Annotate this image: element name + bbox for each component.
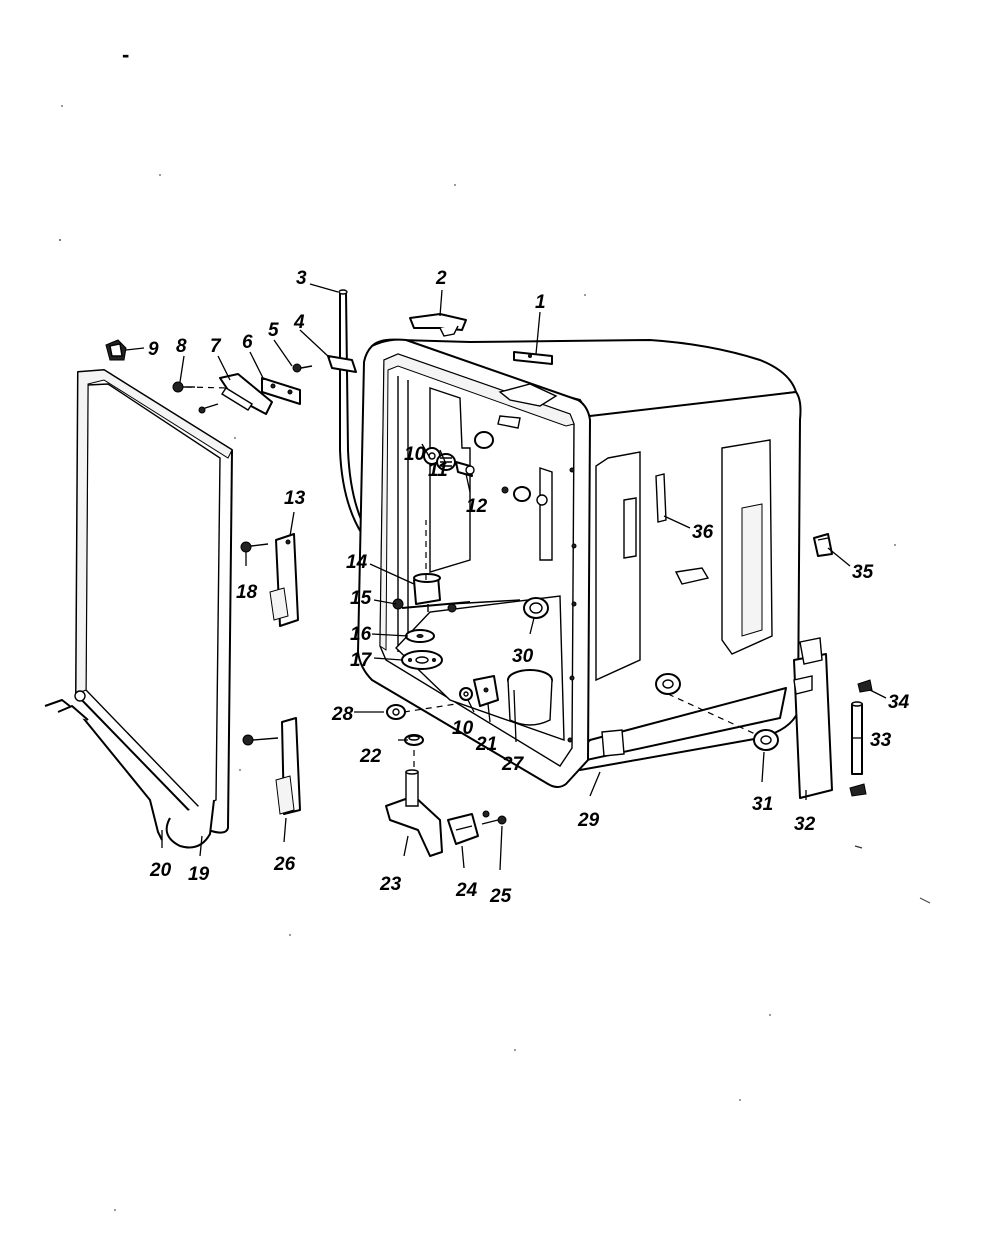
- bracket-part-24: [447, 813, 479, 845]
- callout-25: 25: [489, 886, 512, 907]
- clamp-part-4: [327, 355, 357, 373]
- screw-part-18: [240, 541, 269, 553]
- top-mark: -: [122, 42, 129, 67]
- callout-9: 9: [148, 339, 159, 360]
- callout-35: 35: [852, 562, 874, 583]
- callout-24: 24: [455, 880, 478, 901]
- door-spring-rod-part-20: [44, 699, 163, 841]
- hinge-part-26: [242, 717, 301, 815]
- screw-part-25: [481, 810, 507, 825]
- nut-part-28: [386, 704, 406, 720]
- callout-13: 13: [284, 488, 306, 509]
- bracket-part-6: [261, 377, 301, 405]
- hinge-bracket-part-7: [219, 373, 273, 415]
- hinge-part-13: [269, 533, 299, 627]
- leader-lines: [125, 283, 887, 871]
- fitting-part-12: [455, 461, 475, 477]
- fitting-part-10-lower: [459, 687, 473, 701]
- callout-14: 14: [346, 552, 368, 573]
- inner-fittings: [474, 431, 548, 506]
- clip-part-35: [813, 533, 833, 557]
- washer-part-16: [405, 629, 435, 643]
- callout-34: 34: [888, 692, 910, 713]
- callout-6: 6: [242, 332, 253, 353]
- callout-8: 8: [176, 336, 187, 357]
- callout-3: 3: [296, 268, 307, 289]
- top-bracket-part-2: [409, 313, 467, 337]
- callout-10-lower: 10: [452, 718, 474, 739]
- clip-part-9: [105, 339, 127, 361]
- callout-16: 16: [350, 624, 372, 645]
- callout-29: 29: [577, 810, 600, 831]
- bracket-part-21: [473, 675, 499, 707]
- callout-5: 5: [268, 320, 279, 341]
- callout-33: 33: [870, 730, 892, 751]
- hinge-arm-part-23: [385, 769, 443, 857]
- callout-31: 31: [752, 794, 773, 815]
- ring-part-22: [404, 734, 424, 746]
- callout-30: 30: [512, 646, 534, 667]
- pump-part-14: [413, 573, 441, 612]
- callout-18: 18: [236, 582, 258, 603]
- callout-28: 28: [331, 704, 354, 725]
- callout-21: 21: [475, 734, 497, 755]
- callout-22: 22: [359, 746, 382, 767]
- hinge-housing-part-32: [753, 637, 833, 799]
- label-part-1: [513, 351, 553, 365]
- callout-17: 17: [350, 650, 373, 671]
- callout-7: 7: [210, 336, 222, 357]
- screw-part-8: [172, 381, 219, 414]
- tub-body: [357, 338, 802, 788]
- callout-23: 23: [379, 874, 402, 895]
- callout-1: 1: [535, 292, 546, 313]
- bracket-part-36: [655, 473, 667, 523]
- clip-part-34: [849, 679, 873, 797]
- callout-2: 2: [435, 268, 447, 289]
- callout-12: 12: [466, 496, 488, 517]
- pin-part-33: [851, 701, 863, 775]
- callout-labels: 1 2 3 4 5 6 7 8 9 10 11 12 13 14 15 16 1…: [148, 268, 910, 907]
- callout-4: 4: [293, 312, 305, 333]
- callout-15: 15: [350, 588, 372, 609]
- screw-part-5: [292, 363, 313, 373]
- washer-part-17: [401, 650, 443, 670]
- scan-specks: [59, 105, 931, 1211]
- callout-32: 32: [794, 814, 816, 835]
- callout-11: 11: [428, 460, 448, 481]
- callout-26: 26: [273, 854, 296, 875]
- callout-20: 20: [149, 860, 172, 881]
- callout-36: 36: [692, 522, 714, 543]
- callout-27: 27: [501, 754, 525, 775]
- callout-10: 10: [404, 444, 426, 465]
- door-frame-part-19: [74, 369, 233, 849]
- callout-19: 19: [188, 864, 210, 885]
